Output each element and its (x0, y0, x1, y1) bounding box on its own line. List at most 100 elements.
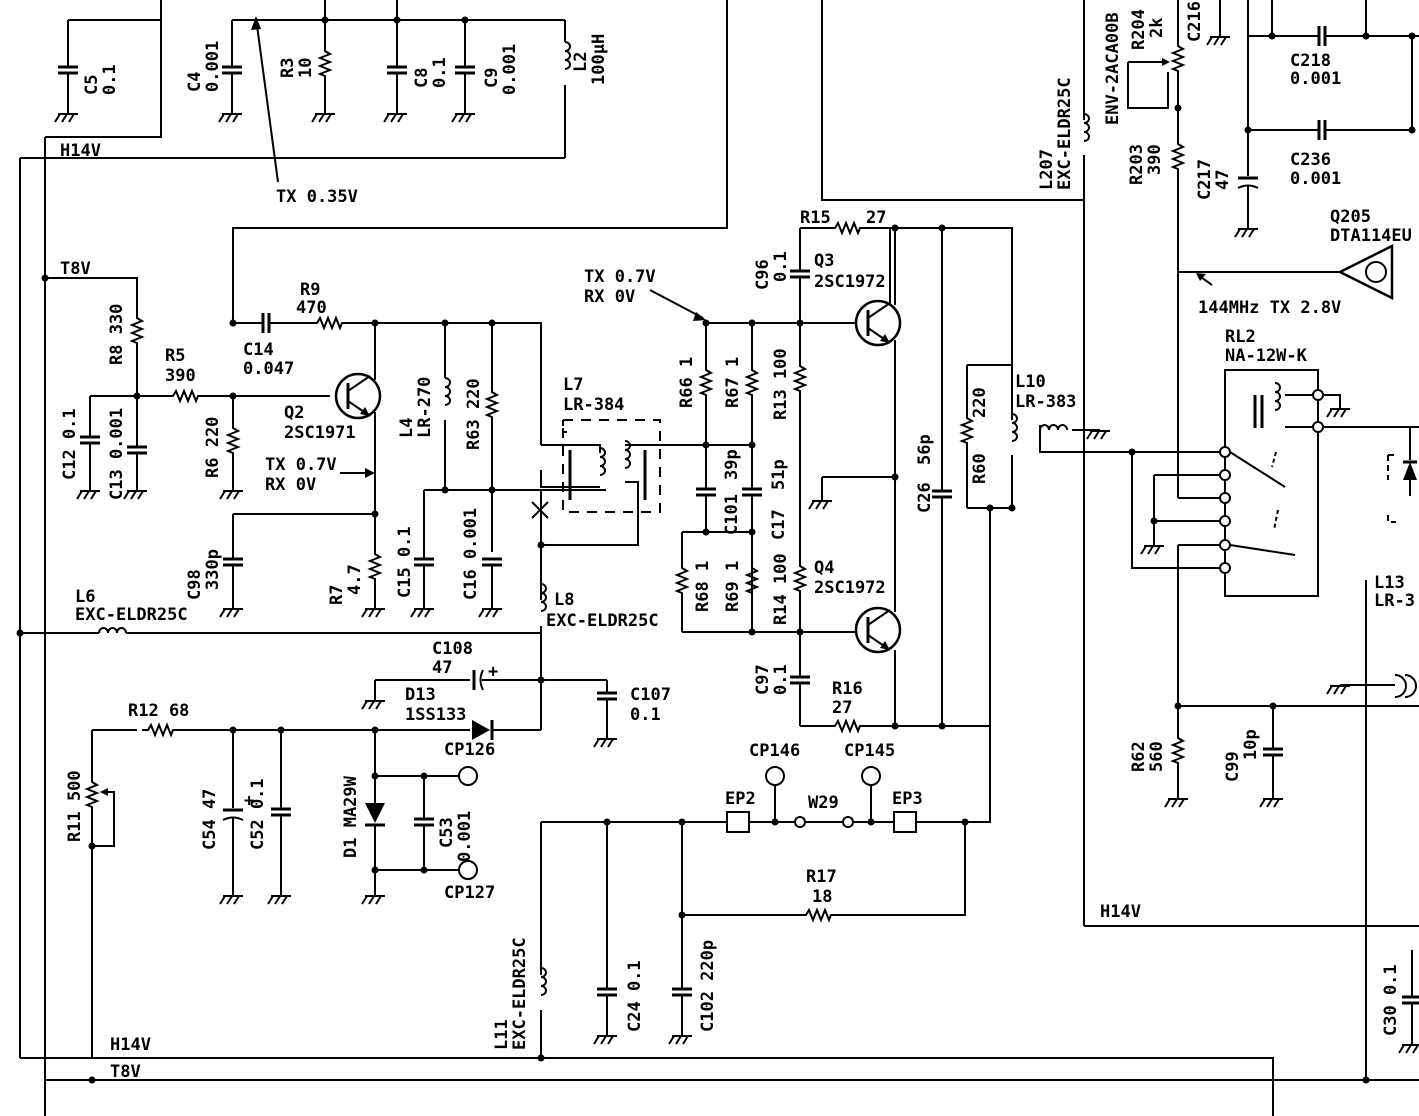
c12-label: C12 0.1 (60, 408, 80, 480)
l8-label: L8 (554, 590, 574, 610)
l10-value: LR-383 (1015, 392, 1076, 412)
w29-label: W29 (808, 793, 839, 813)
r7-label: R7 (327, 585, 347, 605)
c216-label: C216 (1185, 1, 1205, 42)
l2-label: L2 (571, 52, 591, 72)
c17-value: 51p (769, 459, 789, 490)
c107-label: C107 (630, 685, 671, 705)
c96-label: C96 (753, 259, 773, 290)
r15-value: 27 (866, 208, 886, 228)
l13-value: LR-3 (1374, 591, 1415, 611)
r204-label: R204 (1129, 9, 1149, 50)
c53-label: C53 (437, 817, 457, 848)
c8-value: 0.1 (430, 57, 450, 88)
cp145-label: CP145 (844, 741, 895, 761)
c108-plus: + (488, 662, 498, 682)
r11-label: R11 500 (65, 770, 85, 842)
r16-label: R16 (832, 679, 863, 699)
c4-label: C4 (185, 72, 205, 92)
r14-label: R14 100 (771, 553, 791, 625)
right-section: H14V L207 EXC-ELDR25C ENV-2ACA00B R204 2… (821, 0, 1419, 1080)
l6-value: EXC-ELDR25C (75, 605, 188, 625)
c5-value: 0.1 (100, 64, 120, 95)
r68-label: R68 1 (693, 561, 713, 612)
c30-label: C30 0.1 (1381, 964, 1401, 1036)
l207-value: EXC-ELDR25C (1055, 77, 1075, 190)
d13-value: 1SS133 (405, 705, 466, 725)
q3-label: Q3 (814, 251, 834, 271)
q2-tx-label: TX 0.7V (265, 455, 337, 475)
q2-label: Q2 (284, 403, 304, 423)
c26-label: C26 (915, 482, 935, 513)
r9-label: R9 (300, 280, 320, 300)
c96-value: 0.1 (771, 251, 791, 282)
rl2-value: NA-12W-K (1225, 346, 1308, 366)
r6-label: R6 220 (203, 417, 223, 478)
c99-value: 10p (1241, 729, 1261, 760)
c101-label: C101 (722, 494, 742, 535)
cp126-label: CP126 (444, 740, 495, 760)
c52-label: C52 0.1 (248, 778, 268, 850)
left-bias-section: T8V R8 330 R5 390 C12 0.1 C13 0.001 R6 2… (16, 137, 606, 1116)
l10-label: L10 (1015, 372, 1046, 392)
c4-value: 0.001 (203, 41, 223, 92)
h14v-right-label: H14V (1100, 902, 1141, 922)
c97-label: C97 (753, 664, 773, 695)
l4-value: LR-270 (415, 377, 435, 438)
c26-value: 56p (915, 434, 935, 465)
r62-value: 560 (1147, 741, 1167, 772)
ep2-label: EP2 (725, 789, 756, 809)
q205-value: DTA114EU (1330, 226, 1412, 246)
l2-value: 100µH (589, 34, 609, 85)
l6-label: L6 (75, 587, 95, 607)
c8-label: C8 (412, 68, 432, 88)
l207-label: L207 (1037, 149, 1057, 190)
c102-label: C102 220p (698, 940, 718, 1032)
r5-label: R5 (165, 346, 185, 366)
r16-value: 27 (832, 698, 852, 718)
r203-value: 390 (1145, 144, 1165, 175)
l7-transformer-section: L7 LR-384 L8 EXC-ELDR25C (531, 375, 706, 730)
r3-value: 10 (296, 58, 316, 78)
c217-value: 47 (1213, 170, 1233, 190)
c9-label: C9 (482, 68, 502, 88)
c15-label: C15 0.1 (395, 526, 415, 598)
c53-value: 0.001 (455, 811, 475, 862)
top-left-section: C5 0.1 C4 0.001 R3 10 C8 0.1 C9 0.001 (20, 0, 728, 323)
ep3-label: EP3 (892, 789, 923, 809)
c97-value: 0.1 (771, 664, 791, 695)
l11-value: EXC-ELDR25C (510, 937, 530, 1050)
c14-value: 0.047 (243, 359, 294, 379)
q4-value: 2SC1972 (814, 578, 886, 598)
r69-label: R69 1 (723, 561, 743, 612)
q3-rx-label: RX 0V (584, 287, 635, 307)
c14-label: C14 (243, 340, 274, 360)
r17-label: R17 (806, 867, 837, 887)
h14v-top-label: H14V (60, 141, 101, 161)
push-pull-section: TX 0.7V RX 0V R66 1 R67 1 R13 100 R15 27… (584, 208, 1136, 732)
r62-label: R62 (1129, 741, 1149, 772)
d13-label: D13 (405, 685, 436, 705)
q205-label: Q205 (1330, 207, 1371, 227)
r60-value: 220 (970, 387, 990, 418)
c5-label: C5 (82, 75, 102, 95)
r15-label: R15 (800, 208, 831, 228)
r66-label: R66 1 (677, 357, 697, 408)
c108-value: 47 (432, 658, 452, 678)
r12-label: R12 68 (128, 701, 189, 721)
power-feed-section: CP146 CP145 EP2 W29 EP3 R17 18 L11 EXC-E… (20, 726, 1419, 1116)
r204-value: 2k (1147, 18, 1167, 38)
c24-label: C24 0.1 (625, 960, 645, 1032)
r60-label: R60 (970, 453, 990, 484)
c9-value: 0.001 (500, 44, 520, 95)
c107-value: 0.1 (630, 705, 661, 725)
c101-value: 39p (722, 449, 742, 480)
l8-value: EXC-ELDR25C (546, 611, 659, 631)
tx-144mhz-label: 144MHz TX 2.8V (1198, 298, 1341, 318)
q2-rx-label: RX 0V (265, 475, 316, 495)
r13-label: R13 100 (771, 348, 791, 420)
l11-label: L11 (492, 1019, 512, 1050)
h14v-bottom-label: H14V (110, 1035, 151, 1055)
d1-label: D1 MA29W (341, 775, 361, 858)
